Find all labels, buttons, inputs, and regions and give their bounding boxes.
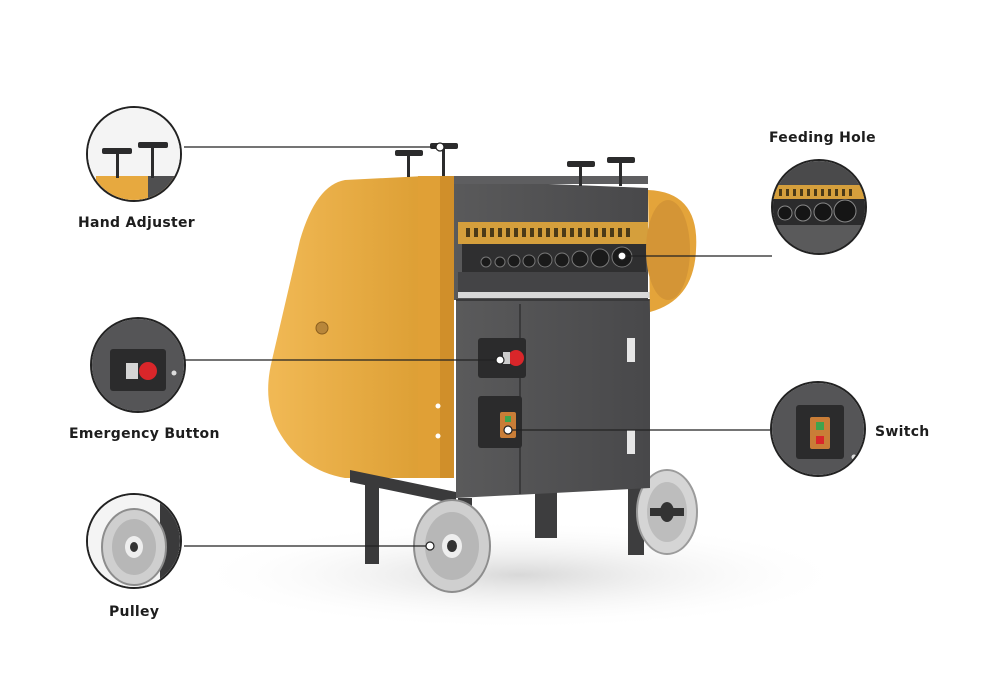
roller-cover (646, 190, 697, 312)
pulley-label: Pulley (109, 604, 160, 620)
emergency-button-zoom (90, 317, 186, 413)
feeding-hole-zoom (771, 159, 867, 255)
switch-label: Switch (875, 424, 930, 440)
leader-lines (184, 142, 772, 551)
floor-shadow (190, 520, 850, 630)
rear-wheel (636, 469, 698, 555)
hand-adjuster-zoom (86, 106, 182, 202)
front-wheel (413, 499, 491, 593)
pulley-zoom (86, 493, 182, 589)
hand-adjuster-label: Hand Adjuster (78, 215, 195, 231)
machine-body (450, 176, 650, 498)
side-panel (268, 176, 454, 478)
emergency-button-label: Emergency Button (69, 426, 220, 442)
switch-zoom (770, 381, 866, 477)
feeding-hole-label: Feeding Hole (769, 130, 876, 146)
rear-leg (535, 490, 557, 538)
